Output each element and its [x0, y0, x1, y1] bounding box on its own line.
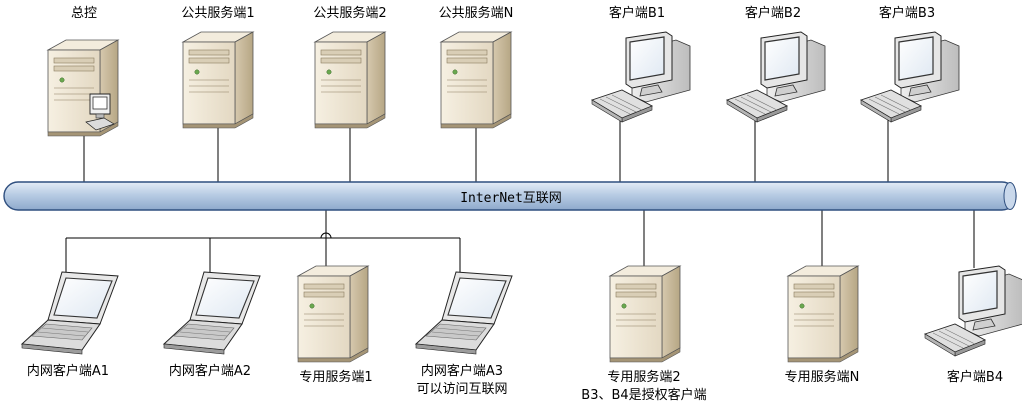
- intranet-client-a3-note: 可以访问互联网: [416, 382, 508, 397]
- control-label: 总控: [70, 6, 98, 21]
- internet-bus-label: InterNet互联网: [460, 191, 562, 206]
- intranet-client-a2-laptop-icon: [163, 271, 261, 355]
- client-b1-desktop-icon: [591, 31, 691, 123]
- intranet-client-a1-label: 内网客户端A1: [26, 364, 110, 379]
- client-b4-desktop-icon: [924, 265, 1022, 357]
- client-b1-label: 客户端B1: [608, 6, 666, 21]
- dedicated-server-2-label: 专用服务端2: [607, 370, 681, 385]
- dedicated-server-1-label: 专用服务端1: [299, 370, 373, 385]
- link-intranet-hub: [320, 232, 332, 239]
- control-server-icon: [47, 39, 119, 137]
- internet-bus: [3, 181, 1017, 211]
- public-server-n-label: 公共服务端N: [438, 6, 514, 21]
- public-server-1-label: 公共服务端1: [181, 6, 255, 21]
- client-b2-desktop-icon: [726, 31, 826, 123]
- client-b3-label: 客户端B3: [878, 6, 936, 21]
- intranet-client-a3-label: 内网客户端A3: [420, 364, 504, 379]
- client-b3-desktop-icon: [860, 31, 960, 123]
- public-server-2-label: 公共服务端2: [313, 6, 387, 21]
- authorized-clients-note: B3、B4是授权客户端: [581, 388, 707, 403]
- public-server-1-icon: [182, 31, 254, 129]
- dedicated-server-n-label: 专用服务端N: [784, 370, 860, 385]
- intranet-client-a1-laptop-icon: [21, 271, 119, 355]
- intranet-client-a3-laptop-icon: [415, 271, 513, 355]
- public-server-n-icon: [440, 31, 512, 129]
- dedicated-server-n-icon: [787, 265, 859, 363]
- public-server-2-icon: [314, 31, 386, 129]
- client-b2-label: 客户端B2: [744, 6, 802, 21]
- dedicated-server-2-icon: [609, 265, 681, 363]
- client-b4-label: 客户端B4: [946, 370, 1004, 385]
- dedicated-server-1-icon: [297, 265, 369, 363]
- intranet-client-a2-label: 内网客户端A2: [168, 364, 252, 379]
